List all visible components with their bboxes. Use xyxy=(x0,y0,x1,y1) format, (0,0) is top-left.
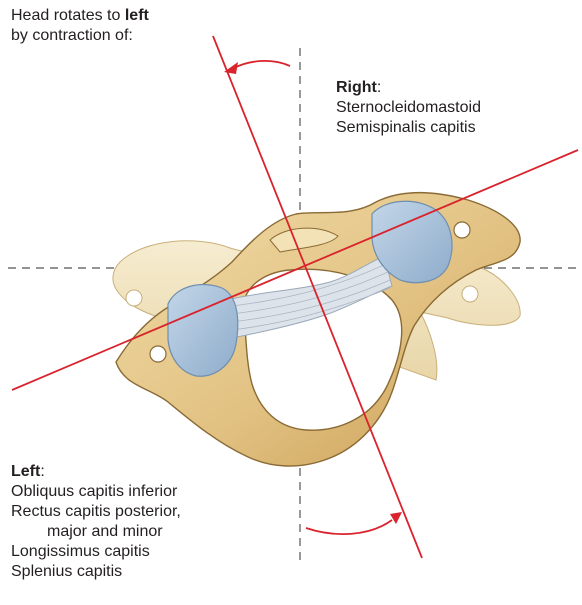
rotation-arrow-bottom xyxy=(306,520,392,534)
left-muscle-item: Splenius capitis xyxy=(11,562,181,582)
transverse-foramen-right-lower xyxy=(462,286,478,302)
rotation-arrow-top xyxy=(234,61,290,68)
caption-emphasis: left xyxy=(125,7,149,24)
right-heading: Right xyxy=(336,79,377,96)
left-muscle-item: Longissimus capitis xyxy=(11,542,181,562)
left-muscle-group: Left: Obliquus capitis inferior Rectus c… xyxy=(11,462,181,582)
right-muscle-item: Sternocleidomastoid xyxy=(336,98,481,118)
transverse-foramen-left-upper xyxy=(150,346,166,362)
caption-line2: by contraction of: xyxy=(11,26,149,46)
left-muscle-item: Obliquus capitis inferior xyxy=(11,482,181,502)
rotation-caption: Head rotates to left by contraction of: xyxy=(11,6,149,46)
right-muscle-item: Semispinalis capitis xyxy=(336,118,481,138)
right-muscle-group: Right: Sternocleidomastoid Semispinalis … xyxy=(336,78,481,138)
transverse-foramen-right-upper xyxy=(454,222,470,238)
caption-prefix: Head rotates to xyxy=(11,7,125,24)
left-muscle-item: major and minor xyxy=(11,522,181,542)
transverse-foramen-left-lower xyxy=(126,290,142,306)
left-heading: Left xyxy=(11,463,40,480)
left-muscle-item: Rectus capitis posterior, xyxy=(11,502,181,522)
rotation-arrow-bottom-head xyxy=(390,512,402,524)
